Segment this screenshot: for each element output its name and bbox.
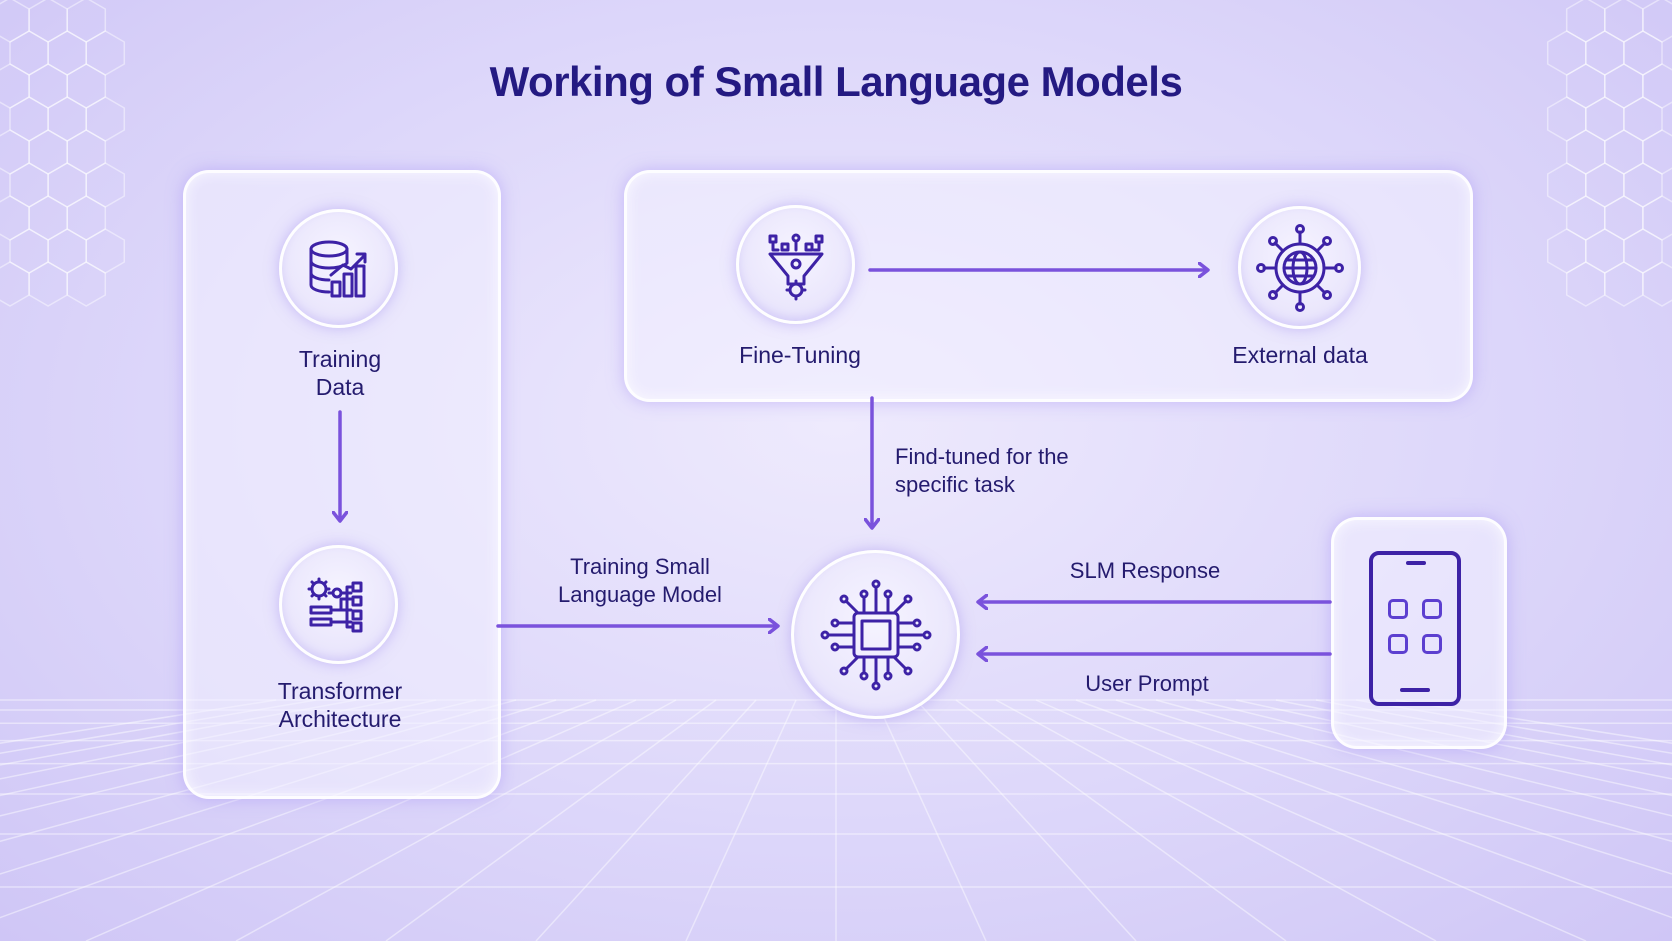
training-data-node [279, 209, 398, 328]
page-title: Working of Small Language Models [489, 58, 1183, 105]
transformer-node [279, 545, 398, 664]
transformer-label: Transformer Architecture [277, 678, 403, 732]
globe-network-icon [1255, 223, 1344, 312]
funnel-gear-icon [768, 233, 823, 300]
fine-tuned-label: Find-tuned for the specific task [895, 444, 1069, 497]
database-chart-icon [309, 240, 366, 297]
slm-response-label: SLM Response [1069, 558, 1221, 583]
external-data-label: External data [1232, 342, 1368, 368]
fine-tuning-label: Fine-Tuning [739, 342, 861, 368]
transformer-circuit-icon [307, 577, 362, 632]
external-data-node [1238, 206, 1361, 329]
training-data-label: Training Data [298, 346, 382, 400]
cpu-chip-icon [820, 579, 931, 690]
user-prompt-label: User Prompt [1085, 671, 1209, 696]
training-slm-label: Training Small Language Model [558, 554, 722, 607]
fine-tuning-node [736, 205, 855, 324]
device-panel [1331, 517, 1507, 749]
slm-node [791, 550, 960, 719]
smartphone-icon [1369, 551, 1461, 706]
